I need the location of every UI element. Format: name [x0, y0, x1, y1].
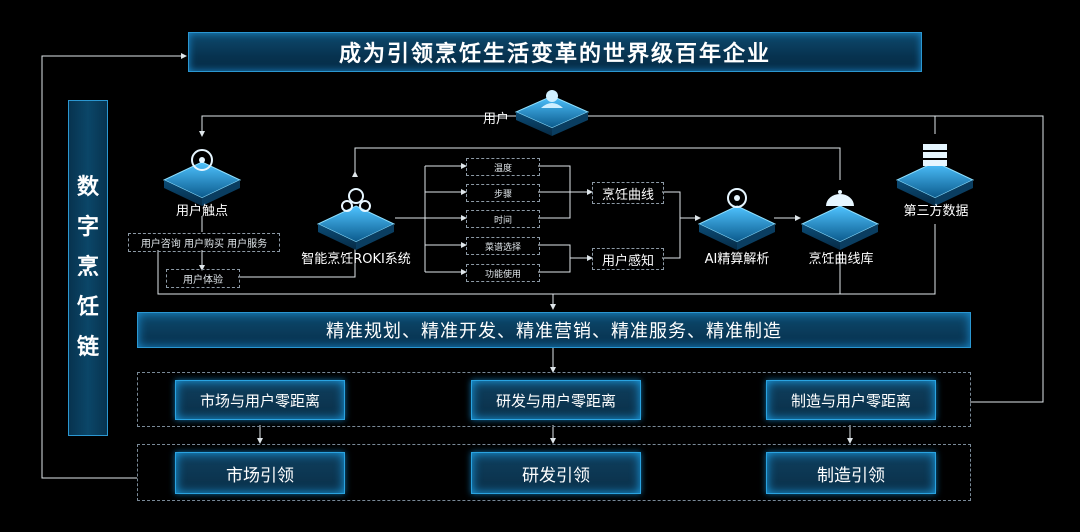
market-lead-label: 市场引领 [226, 465, 294, 486]
market-zero-distance-block: 市场与用户零距离 [175, 380, 345, 420]
precision-bar: 精准规划、精准开发、精准营销、精准服务、精准制造 [137, 312, 971, 348]
manufacturing-zero-distance-block: 制造与用户零距离 [766, 380, 936, 420]
param-time: 时间 [466, 210, 540, 228]
digital-cooking-chain-bar: 数 字 烹 饪 链 [68, 100, 108, 436]
curve-lib-node-shape [800, 190, 880, 250]
side-char: 数 [76, 175, 99, 200]
param-recipe-selection: 菜谱选择 [466, 237, 540, 255]
curve-library-label: 烹饪曲线库 [808, 252, 874, 267]
side-char: 链 [76, 335, 99, 360]
lead-frame [137, 444, 971, 501]
manufacturing-lead-block: 制造引领 [766, 452, 936, 494]
vision-title-bar: 成为引领烹饪生活变革的世界级百年企业 [188, 32, 922, 72]
side-char: 烹 [76, 255, 99, 280]
rd-lead-label: 研发引领 [522, 465, 590, 486]
manufacturing-lead-label: 制造引领 [817, 465, 885, 486]
third-party-data-label: 第三方数据 [903, 204, 969, 219]
touchpoint-label: 用户触点 [175, 204, 228, 219]
rd-lead-block: 研发引领 [471, 452, 641, 494]
precision-text: 精准规划、精准开发、精准营销、精准服务、精准制造 [326, 321, 782, 342]
market-lead-block: 市场引领 [175, 452, 345, 494]
vision-title: 成为引领烹饪生活变革的世界级百年企业 [338, 42, 771, 67]
param-function-use: 功能使用 [466, 264, 540, 282]
third-party-node-shape [895, 144, 975, 206]
ai-node-shape [697, 188, 777, 250]
user-experience-box: 用户体验 [166, 269, 240, 288]
manufacturing-zero-distance-label: 制造与用户零距离 [790, 391, 911, 410]
roki-label: 智能烹饪ROKI系统 [301, 252, 411, 267]
side-char: 字 [76, 215, 99, 240]
param-temperature: 温度 [466, 158, 540, 176]
user-node-shape [514, 90, 590, 136]
ai-analysis-label: AI精算解析 [704, 252, 770, 267]
touchpoint-node-shape [162, 149, 242, 206]
market-zero-distance-label: 市场与用户零距离 [199, 391, 320, 410]
rd-zero-distance-label: 研发与用户零距离 [495, 391, 616, 410]
rd-zero-distance-block: 研发与用户零距离 [471, 380, 641, 420]
param-steps: 步骤 [466, 184, 540, 202]
user-label: 用户 [482, 112, 509, 127]
roki-node-shape [316, 188, 396, 250]
touchpoint-sub-box: 用户咨询 用户购买 用户服务 [128, 233, 280, 252]
cooking-curve-box: 烹饪曲线 [592, 182, 664, 204]
user-perception-box: 用户感知 [592, 248, 664, 270]
zero-distance-frame [137, 372, 971, 427]
side-char: 饪 [76, 295, 99, 320]
